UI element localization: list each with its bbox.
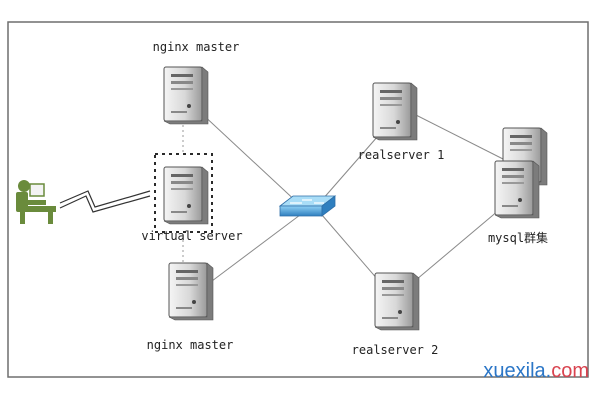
label-virtual-server: virtual server [141,229,242,243]
server-tower-icon [372,82,418,141]
server-tower-icon [168,262,214,321]
label-realserver-1: realserver 1 [358,148,445,162]
label-nginx-master-bottom: nginx master [147,338,234,352]
server-tower-icon [163,166,209,225]
link-nginx-bottom-switch [199,214,301,291]
link-realserver-2-mysql [409,204,506,286]
link-nginx-top-switch [199,111,301,206]
server-tower-icon [374,272,420,331]
virtual-server-box [154,153,213,233]
label-realserver-2: realserver 2 [352,343,439,357]
network-switch-icon [278,195,337,217]
link-switch-realserver-1 [321,127,386,201]
watermark: xuexila.com [483,360,589,382]
link-realserver-1-mysql [409,111,506,161]
label-nginx-master-top: nginx master [153,40,240,54]
wireless-link [59,190,151,208]
connection-lines [199,111,506,291]
wireless-link-2 [59,195,151,213]
label-mysql-cluster: mysql群集 [488,230,548,245]
user-computer-icon [16,180,56,224]
server-tower-icon [163,66,209,125]
diagram-frame [7,21,589,378]
mysql-server-icon [494,160,540,219]
